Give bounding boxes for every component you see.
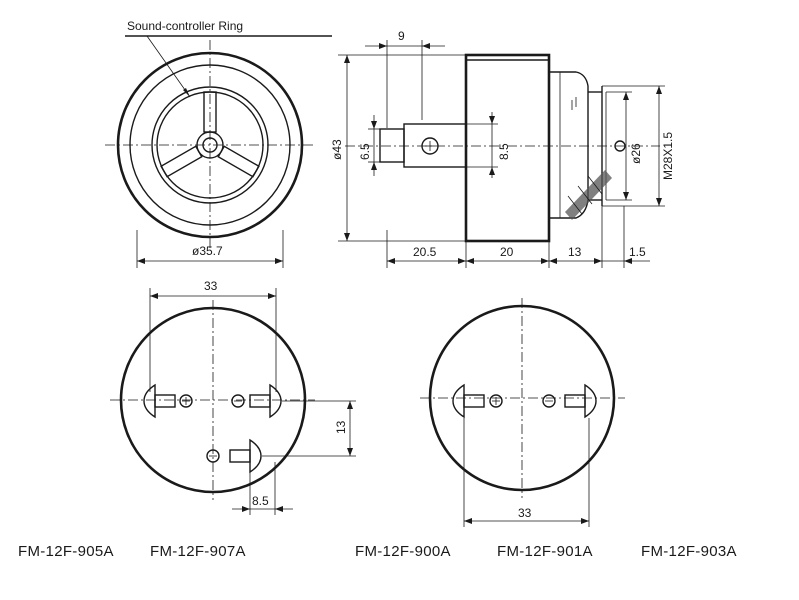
bl-dim-8-5-label: 8.5 [252,494,269,508]
dim-6-5-label: 6.5 [358,143,372,160]
front-view [105,35,332,268]
dim-9-label: 9 [398,29,405,43]
bl-dim-33-label: 33 [204,279,218,293]
dim-13-label: 13 [568,245,582,259]
br-dim-33-label: 33 [518,506,532,520]
dim-26-label: ø26 [629,143,643,164]
dim-20-label: 20 [500,245,514,259]
dim-20-5-label: 20.5 [413,245,437,259]
callout-label: Sound-controller Ring [127,19,243,33]
model-label-903a: FM-12F-903A [641,543,737,560]
thread-hatch [565,170,612,220]
terminal-view-right [420,298,625,527]
dim-43-label: ø43 [330,139,344,160]
model-label-907a: FM-12F-907A [150,543,246,560]
model-label-901a: FM-12F-901A [497,543,593,560]
terminal-view-left [110,288,356,515]
side-view [338,40,665,268]
dim-m28-label: M28X1.5 [661,132,675,180]
dim-8-5-label: 8.5 [497,143,511,160]
dim-1-5-label: 1.5 [629,245,646,259]
model-label-900a: FM-12F-900A [355,543,451,560]
model-label-905a: FM-12F-905A [18,543,114,560]
front-diameter-label: ø35.7 [192,244,223,258]
bl-dim-13-label: 13 [334,420,348,434]
